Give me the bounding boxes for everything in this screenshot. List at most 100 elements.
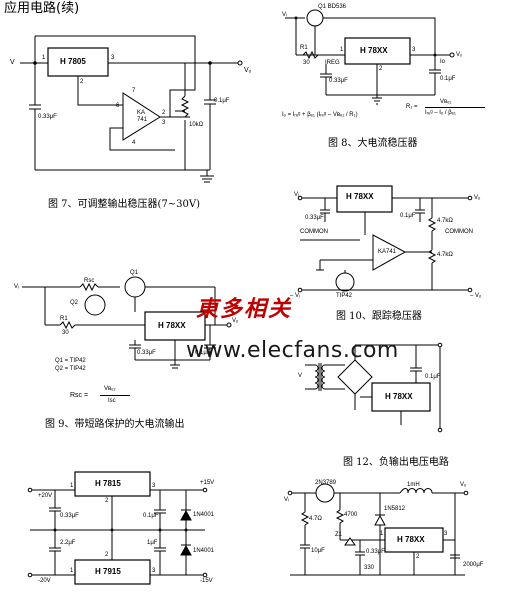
fig11-vin-pos: +20V <box>38 493 53 499</box>
fig10-caption: 图 10、跟踪稳压器 <box>336 311 422 322</box>
fig7-pin-2: 2 <box>80 79 84 85</box>
fig7-pin-1: 1 <box>42 55 46 61</box>
fig9-formula-numerator: Vʙₑ₂ <box>104 386 116 392</box>
fig9-r1-value: 30 <box>62 330 69 336</box>
fig11-c3-label: 0.1μF <box>143 513 159 519</box>
fig8-pin-2: 2 <box>379 66 383 72</box>
fig8-c1-label: 0.33μF <box>329 78 348 84</box>
fig8-chip-label: H 78XX <box>360 46 388 55</box>
fig10-c1-label: 0.33μF <box>305 215 324 221</box>
fig7-pot-zigzag <box>180 95 190 118</box>
fig13-pin-2: 2 <box>416 554 420 560</box>
fig13-c3-label: 2000μF <box>463 562 484 568</box>
fig7-opamp-pin-3: 3 <box>162 120 166 126</box>
fig11-top-pin-2: 2 <box>105 498 109 504</box>
fig7-opamp-pin-7: 7 <box>132 88 136 94</box>
fig8-formula-r-denominator: Iᵣₑᵍ – Iₒ / βₑ₁ <box>425 110 456 116</box>
fig11-vout-pos: +15V <box>200 480 215 486</box>
fig9-part-q2: Q2 = TIP42 <box>55 366 86 372</box>
fig13-vout-label: Vₒ <box>460 482 467 488</box>
fig7-r1-label: 10kΩ <box>189 122 204 128</box>
fig9-formula-label: Rsc = <box>70 392 89 399</box>
fig10-tip42-circle <box>335 272 355 292</box>
fig13-transistor-circle <box>315 483 335 503</box>
fig12-v-label: V <box>298 373 303 379</box>
fig9-vin-label: Vᵢ <box>14 284 19 290</box>
fig8-caption: 图 8、大电流稳压器 <box>328 138 418 149</box>
fig13-pin-1: 1 <box>380 531 384 537</box>
fig9-caption: 图 9、带短路保护的大电流输出 <box>45 419 185 430</box>
fig13-c2-label: 0.33μF <box>366 549 385 555</box>
fig10-vin-pos-label: Vᵢ <box>294 192 299 198</box>
watermark-url: www.elecfans.com <box>186 338 399 363</box>
fig12-chip-body <box>371 382 431 412</box>
fig8-q1-label: Q1 BD536 <box>318 4 347 10</box>
fig13-zener-label: 1N5812 <box>384 506 406 512</box>
fig10-tip-label: TIP42 <box>336 293 353 299</box>
fig9-formula-fraction-bar <box>100 395 130 396</box>
fig10-c2-label: 0.1μF <box>400 213 416 219</box>
fig8-q1-circle <box>306 9 324 27</box>
fig11-chip-top-label: H 7815 <box>95 479 121 488</box>
fig8-chip-body <box>344 37 411 65</box>
fig8-io-label: Io <box>440 59 446 65</box>
watermark-brand: 東多相关 <box>196 296 293 322</box>
fig7-opamp-triangle <box>122 92 161 141</box>
fig9-vout-label: Vₒ <box>232 318 239 324</box>
fig10-common-1: COMMON <box>300 229 328 235</box>
fig9-q1-circle <box>124 276 146 298</box>
fig13-inductor-label: 1mH <box>407 482 420 488</box>
fig11-top-pin-1: 1 <box>70 483 74 489</box>
fig11-c4-label: 1μF <box>147 540 158 546</box>
fig7-drawing <box>20 35 243 183</box>
fig13-inductor <box>399 488 433 494</box>
fig10-vin-neg-label: – Vᵢ <box>290 293 300 299</box>
fig9-drawing <box>22 276 232 369</box>
fig8-vout-label: Vₒ <box>456 52 463 58</box>
fig9-c1-label: 0.33μF <box>137 350 156 356</box>
fig11-vin-neg: -20V <box>38 578 51 584</box>
fig9-q1-label: Q1 <box>130 270 139 276</box>
fig8-pin-1: 1 <box>340 47 344 53</box>
fig13-c1-label: 10μF <box>311 548 325 554</box>
fig13-z1-label: Z1 <box>335 532 343 538</box>
fig13-vin-label: Vᵢ <box>284 497 289 503</box>
fig7-chip-body <box>47 47 109 77</box>
fig7-opamp-pin-2: 2 <box>162 110 166 116</box>
fig11-c2-label: 2.2μF <box>60 540 76 546</box>
fig7-opamp-pin-6: 6 <box>116 103 120 109</box>
fig7-feedback-top-wire <box>35 35 196 73</box>
fig10-r2-label: 4.7kΩ <box>437 252 453 258</box>
fig11-bot-pin-1: 1 <box>70 568 74 574</box>
fig8-vin-label: Vᵢ <box>282 12 287 18</box>
fig13-transistor-label: 2N3789 <box>315 480 337 486</box>
fig10-common-2: COMMON <box>445 229 473 235</box>
fig10-chip-label: H 78XX <box>346 192 374 201</box>
page-title: 应用电路(续) <box>4 1 80 16</box>
fig11-bot-pin-3: 3 <box>152 568 156 574</box>
fig12-c1-label: 0.1μF <box>425 374 441 380</box>
fig8-r1-label: R1 <box>300 45 308 51</box>
fig11-chip-top-body <box>74 471 151 497</box>
fig7-caption: 图 7、可调整输出稳压器(7~30V) <box>48 199 201 210</box>
fig12-drawing <box>305 342 443 433</box>
fig10-r1-label: 4.7kΩ <box>437 218 453 224</box>
fig9-q2-circle <box>84 294 106 316</box>
fig8-pin-3: 3 <box>412 47 416 53</box>
fig7-vout-label: Vₒ <box>244 67 252 74</box>
fig11-vout-neg: -15V <box>200 578 213 584</box>
fig8-formula-fraction-bar <box>425 107 485 108</box>
fig11-chip-bot-label: H 7915 <box>95 567 121 576</box>
fig13-drawing <box>287 483 469 576</box>
fig8-r1-value: 30 <box>303 60 310 66</box>
fig7-pin-3: 3 <box>111 55 115 61</box>
fig8-c2-label: 0.1μF <box>440 76 456 82</box>
fig11-drawing <box>27 471 208 585</box>
fig13-chip-label: H 78XX <box>397 535 425 544</box>
fig9-part-q1: Q1 = TIP42 <box>55 358 86 364</box>
fig11-top-pin-3: 3 <box>152 483 156 489</box>
fig9-c2-label: 0.1μF <box>195 350 211 356</box>
fig7-c1-label: 0.33μF <box>38 114 57 120</box>
fig10-opamp-triangle <box>372 234 407 271</box>
